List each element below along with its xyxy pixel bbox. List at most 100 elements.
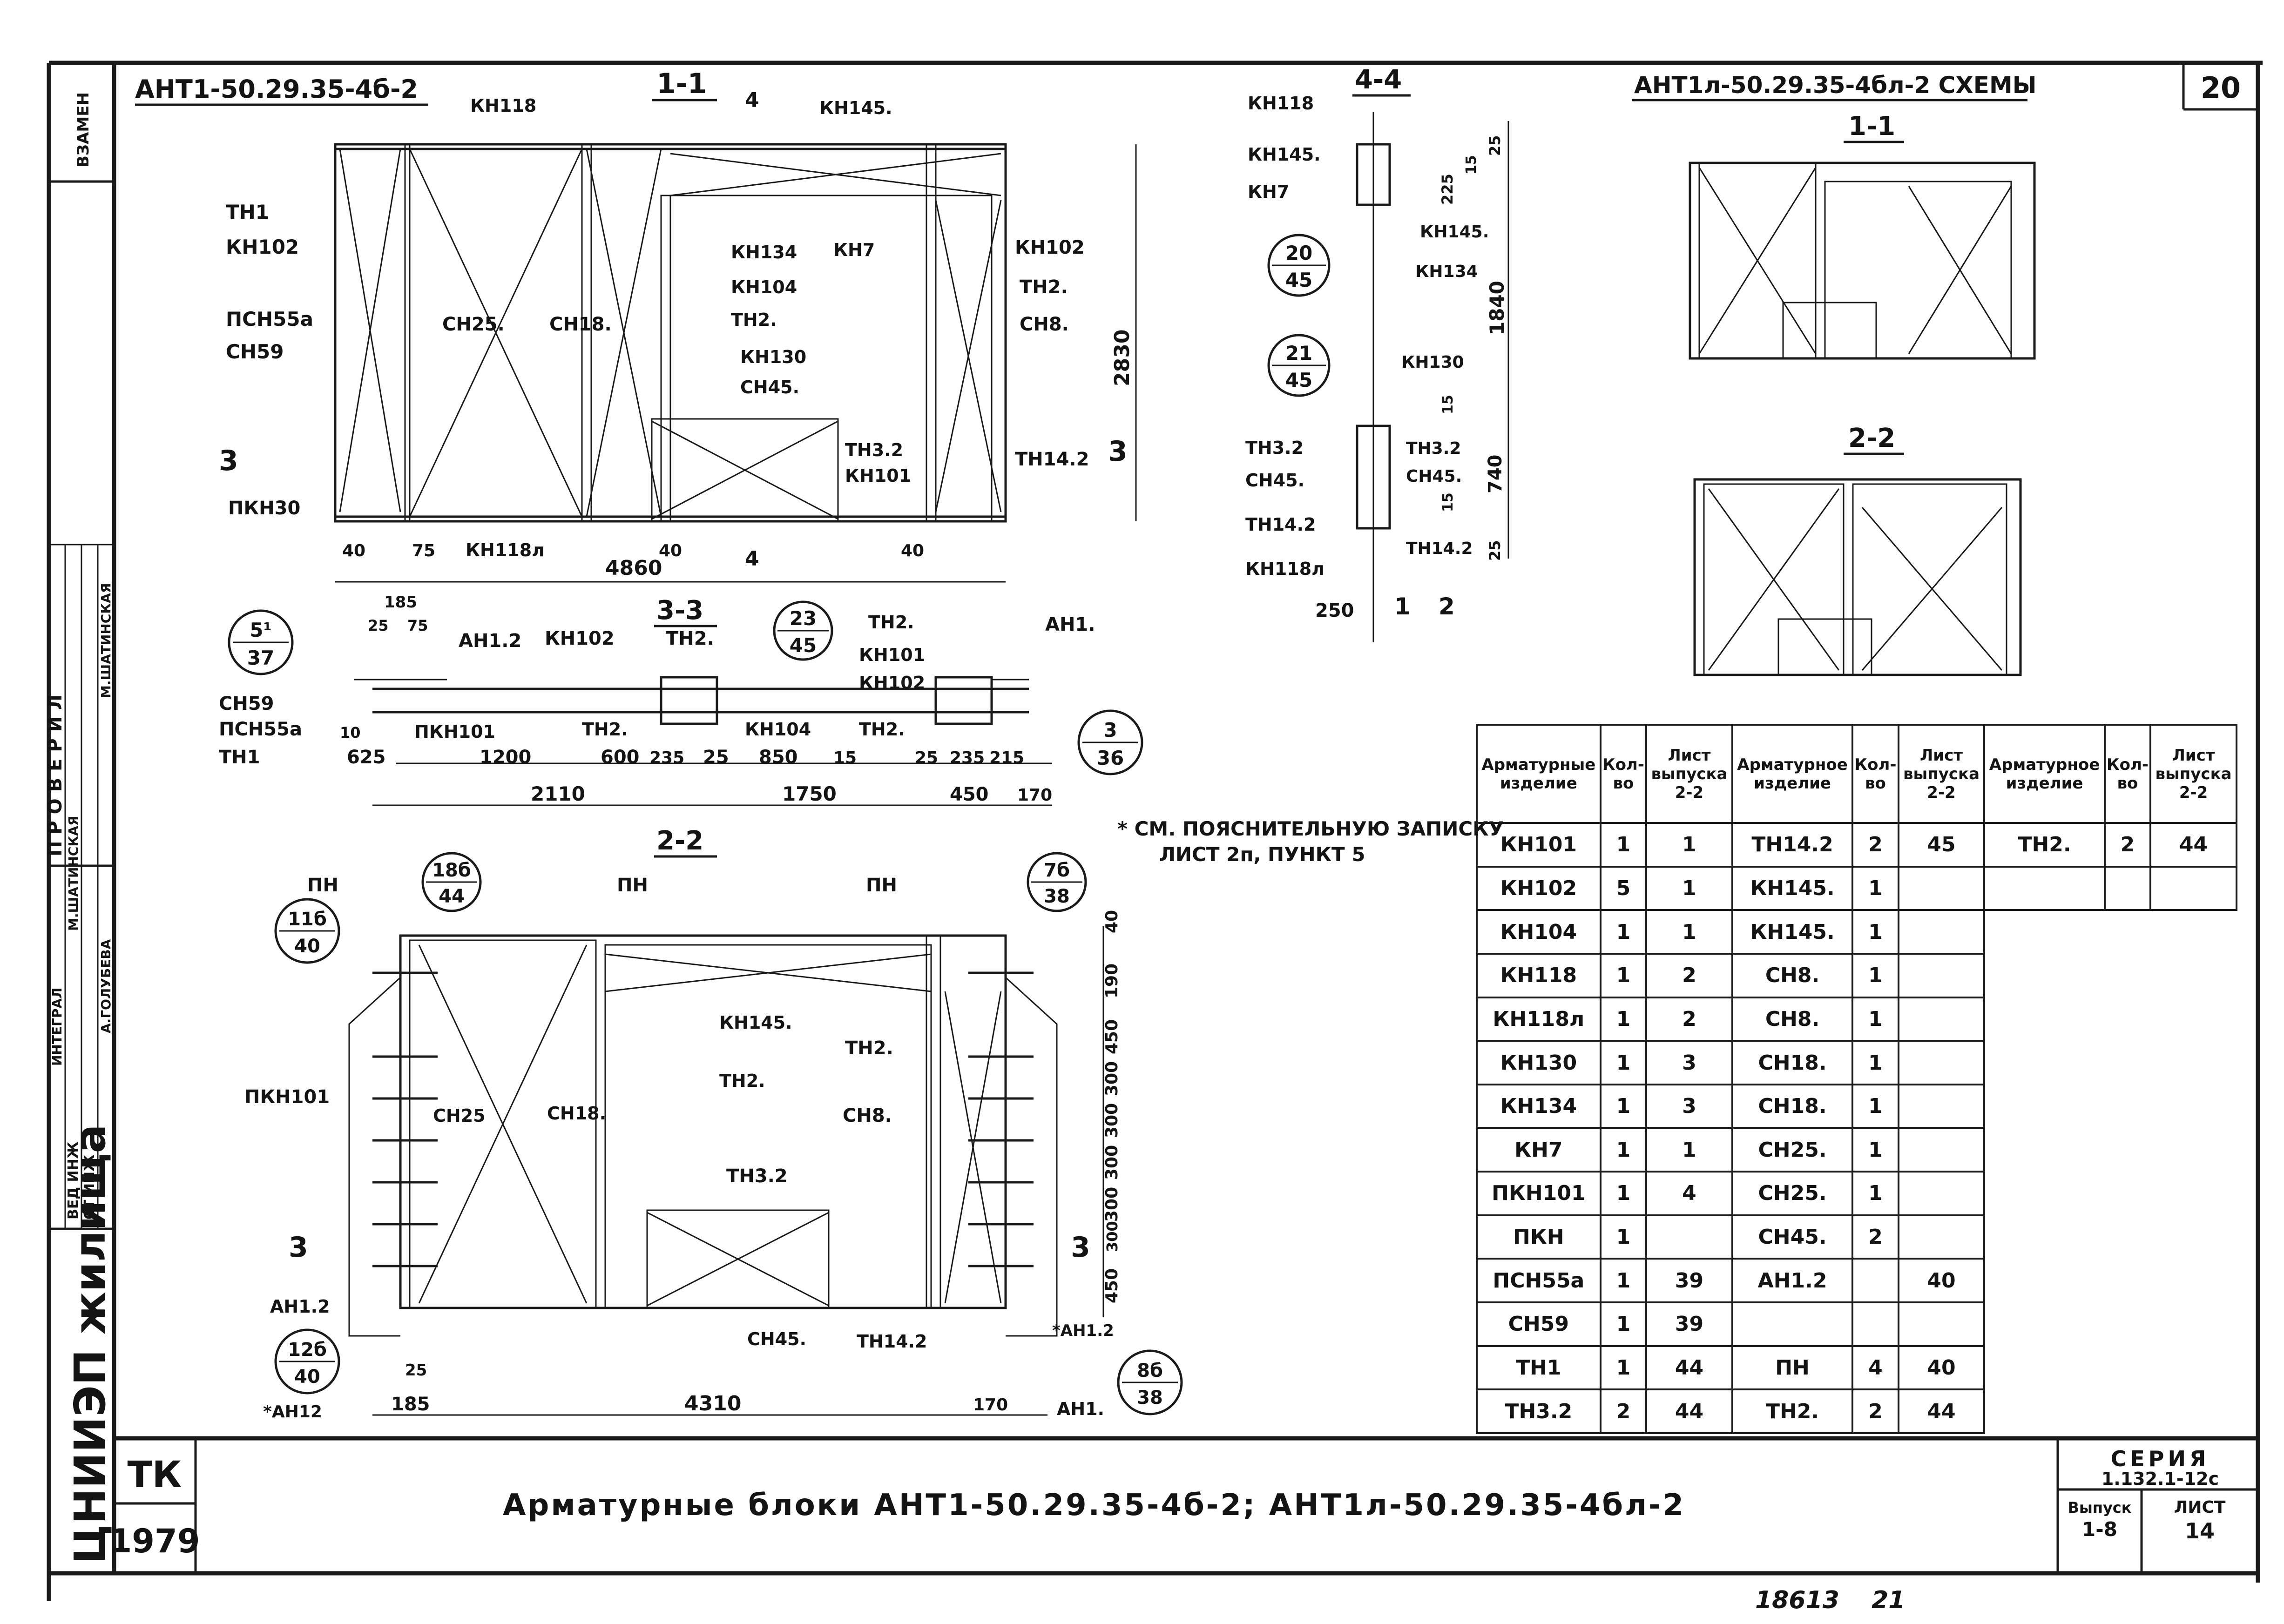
svg-text:21: 21	[1285, 342, 1312, 364]
cut-2: 2	[1439, 593, 1455, 620]
dim-22-0: 40	[1102, 910, 1122, 933]
table-cell	[2105, 1346, 2150, 1390]
dim-33-3: 10	[340, 724, 361, 741]
table-cell: 1	[1645, 865, 1733, 911]
bottom-number-2: 21	[1872, 1586, 1905, 1614]
table-cell: 1	[1599, 1040, 1648, 1085]
name-3: М.ШАТИНСКАЯ	[66, 816, 81, 931]
table-cell	[1984, 1302, 2104, 1346]
table-cell	[2105, 1128, 2150, 1172]
dim-22-9: 25	[405, 1361, 427, 1380]
table-cell: 40	[1897, 1258, 1986, 1303]
section-1-1-title: 1-1	[656, 67, 707, 100]
label-33-4: КН101	[859, 645, 925, 665]
table-cell	[1983, 865, 2106, 911]
svg-text:23: 23	[790, 607, 817, 630]
callout-3: 18б 44	[421, 852, 482, 912]
table-cell: 2	[2103, 822, 2152, 868]
label-44-1: КН145.	[1248, 144, 1321, 165]
dim-44-6: 15	[1440, 492, 1456, 512]
table-header: Арматурное изделие	[1731, 723, 1854, 824]
label-22-16: АН1.	[1057, 1399, 1104, 1419]
organization-stamp: ЦНИИЭП жилища	[65, 1124, 115, 1564]
dim-33-10: 15	[833, 748, 857, 768]
table-cell	[2149, 865, 2237, 911]
cut-3-right: 3	[1108, 435, 1128, 468]
role-2: СТ ИНЖ	[81, 1154, 98, 1220]
svg-text:45: 45	[1285, 369, 1312, 391]
table-header: Арматурные изделие	[1476, 723, 1602, 824]
section-4-4-title: 4-4	[1355, 65, 1402, 95]
dim-22-7: 300	[1103, 1221, 1121, 1252]
table-cell: СН18.	[1731, 1083, 1854, 1129]
label-44-4: КН134	[1415, 262, 1478, 281]
table-cell: 1	[1599, 822, 1648, 868]
dim-44-7: 25	[1486, 540, 1504, 561]
dim-33-0: 185	[384, 593, 417, 612]
label-11-9: КН7	[833, 240, 875, 260]
label-22-12: СН45.	[747, 1329, 806, 1349]
dim-33-17: 170	[1017, 786, 1052, 805]
label-44-0: КН118	[1248, 93, 1314, 114]
table-cell: 1	[1599, 1171, 1648, 1216]
cut-3-left: 3	[219, 445, 238, 477]
dim-33-7: 235	[649, 748, 684, 768]
svg-text:40: 40	[294, 1366, 320, 1388]
table-cell: 40	[1897, 1345, 1986, 1391]
table-cell: 1	[1852, 909, 1899, 955]
table-cell	[1852, 1258, 1899, 1303]
cut-3-right-22: 3	[1071, 1231, 1090, 1264]
table-cell: КН145.	[1731, 909, 1854, 955]
table-cell: 1	[1599, 952, 1648, 998]
table-cell	[1897, 865, 1986, 911]
callout-2: 3 36	[1077, 709, 1143, 775]
schemes-title: АНТ1л-50.29.35-4бл-2 СХЕМЫ	[1634, 72, 2037, 99]
label-22-15: *АН12	[263, 1402, 322, 1422]
svg-text:12б: 12б	[288, 1339, 327, 1361]
table-cell: 1	[1852, 1127, 1899, 1173]
label-44-3: КН145.	[1420, 222, 1489, 242]
table-cell	[2150, 1389, 2237, 1433]
table-cell	[1984, 1041, 2104, 1085]
table-cell	[2150, 1128, 2237, 1172]
dim-11-d: 40	[901, 541, 924, 560]
table-cell	[1897, 909, 1986, 955]
table-cell: 1	[1599, 1258, 1648, 1303]
label-11-15: ТН2.	[1020, 276, 1068, 298]
table-cell: 4	[1852, 1345, 1899, 1391]
label-22-7: СН25	[433, 1105, 486, 1126]
table-cell: 4	[1645, 1171, 1733, 1216]
table-cell	[2105, 997, 2150, 1041]
dim-22-4: 300	[1102, 1103, 1122, 1138]
dim-33-4: 625	[347, 747, 386, 768]
table-cell	[1897, 1083, 1986, 1129]
table-cell	[2150, 997, 2237, 1041]
table-cell: СН8.	[1731, 996, 1854, 1042]
table-header: Арматурное изделие	[1983, 723, 2106, 824]
table-cell: 39	[1645, 1258, 1733, 1303]
dim-33-12: 235	[950, 748, 985, 768]
issue-value: 1-8	[2082, 1518, 2117, 1541]
sheet-frame	[47, 61, 2263, 1601]
sheet-label: ЛИСТ	[2174, 1498, 2225, 1517]
table-cell	[2105, 910, 2150, 954]
table-cell	[2150, 1302, 2237, 1346]
tk-label: ТК	[128, 1454, 182, 1496]
table-cell	[1984, 1259, 2104, 1302]
table-cell: 2	[1645, 996, 1733, 1042]
table-cell: 44	[2149, 822, 2237, 868]
label-33-1: КН102	[545, 628, 615, 649]
callout-7: 8б 38	[1117, 1349, 1183, 1415]
label-11-12: КН130	[740, 347, 806, 367]
label-11-14: КН102	[1015, 237, 1085, 258]
label-22-13: ТН14.2	[857, 1331, 927, 1352]
label-33-11: ТН2.	[582, 719, 628, 740]
side-stamp: ВЗАМЕН П Р О В Е Р И Л ВЕД ИНЖ СТ ИНЖ ИН…	[45, 92, 115, 1564]
table-cell: 1	[1599, 1214, 1648, 1260]
table-cell: 1	[1599, 1083, 1648, 1129]
table-cell	[1897, 1040, 1986, 1085]
